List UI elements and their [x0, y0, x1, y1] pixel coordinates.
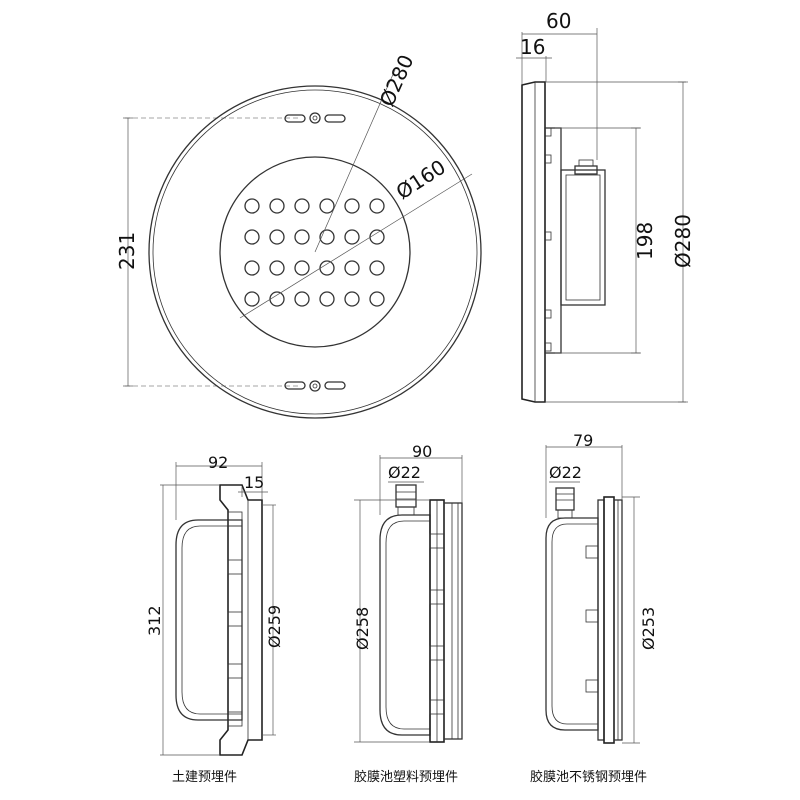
led-dot [269, 229, 285, 245]
led-dot [319, 260, 335, 276]
front-view: Ø280 Ø160 231 [115, 51, 482, 419]
led-dot [319, 229, 335, 245]
niche-liner-plastic-view: 90 Ø22 Ø258 胶膜池塑料预埋件 [353, 442, 463, 785]
led-dot [294, 229, 310, 245]
led-dot [369, 291, 385, 307]
led-grid [244, 198, 385, 307]
side-body-height-label: 198 [633, 222, 657, 260]
steel-diameter-label: Ø253 [639, 607, 658, 650]
plastic-depth-label: 90 [412, 442, 432, 461]
plastic-diameter-label: Ø258 [353, 607, 372, 650]
side-flange [521, 81, 546, 403]
steel-conduit-label: Ø22 [549, 463, 582, 482]
front-outer-diameter-label: Ø280 [375, 51, 419, 110]
led-dot [244, 260, 260, 276]
led-dot [369, 260, 385, 276]
led-dot [294, 291, 310, 307]
led-dot [369, 229, 385, 245]
steel-caption: 胶膜池不锈钢预埋件 [530, 769, 647, 785]
led-dot [319, 291, 335, 307]
led-dot [369, 198, 385, 214]
led-dot [269, 260, 285, 276]
civil-depth-label: 92 [208, 453, 228, 472]
plastic-caption: 胶膜池塑料预埋件 [354, 769, 458, 785]
niche-civil-view: 92 15 312 Ø259 土建预埋件 [145, 453, 284, 785]
led-dot [244, 291, 260, 307]
top-screw-slots [284, 112, 346, 124]
led-dot [344, 291, 360, 307]
led-dot [269, 291, 285, 307]
front-height-label: 231 [115, 232, 139, 270]
led-dot [244, 229, 260, 245]
side-outer-diameter-label: Ø280 [671, 214, 695, 268]
steel-depth-label: 79 [573, 431, 593, 450]
led-dot [269, 198, 285, 214]
side-flange-depth-label: 16 [520, 35, 545, 59]
civil-lip-label: 15 [244, 473, 264, 492]
civil-caption: 土建预埋件 [172, 770, 237, 785]
led-dot [344, 198, 360, 214]
side-view: 60 16 198 Ø280 [516, 9, 695, 403]
civil-height-label: 312 [145, 605, 164, 636]
led-dot [294, 260, 310, 276]
led-dot [319, 198, 335, 214]
front-lens-diameter-label: Ø160 [392, 155, 450, 204]
outer-ring [148, 85, 482, 419]
led-dot [344, 229, 360, 245]
lens-circle [219, 156, 411, 348]
led-dot [344, 260, 360, 276]
led-dot [294, 198, 310, 214]
side-total-depth-label: 60 [546, 9, 571, 33]
niche-liner-steel-view: 79 Ø22 Ø253 胶膜池不锈钢预埋件 [530, 431, 658, 785]
civil-diameter-label: Ø259 [265, 605, 284, 648]
led-dot [244, 198, 260, 214]
bottom-screw-slots [284, 380, 346, 392]
plastic-conduit-label: Ø22 [388, 463, 421, 482]
